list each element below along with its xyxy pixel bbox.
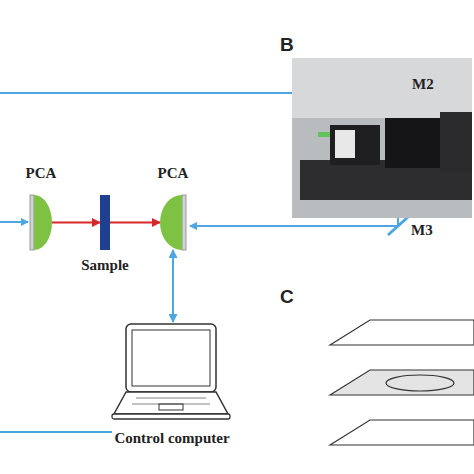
photo-device xyxy=(330,125,380,165)
photo-device xyxy=(335,130,355,158)
pca-emitter-outline xyxy=(30,195,52,250)
mirror-symbol xyxy=(388,217,408,235)
pca-detector-outline xyxy=(160,195,186,250)
layer-plane xyxy=(330,370,474,395)
mirror-label: M2 xyxy=(412,76,434,93)
connector-arrow xyxy=(110,222,160,224)
sample-plate-outline xyxy=(100,195,110,250)
mirror-label: M3 xyxy=(411,222,433,239)
photo-device xyxy=(318,132,330,137)
node-label: PCA xyxy=(12,165,70,182)
beam-arrow xyxy=(190,225,398,227)
pca-emitter: PCA xyxy=(30,195,52,250)
photo-background xyxy=(292,58,472,118)
node-label: Sample xyxy=(65,257,145,274)
layer-circle xyxy=(386,375,454,391)
connector-arrow xyxy=(52,222,100,224)
layer-plane xyxy=(330,420,474,445)
node-label: PCA xyxy=(144,165,202,182)
control-computer: Control computer xyxy=(112,322,230,420)
photo-device xyxy=(440,112,472,172)
cable-line xyxy=(0,431,112,433)
panel-letter: B xyxy=(280,34,294,56)
panel-letter: C xyxy=(280,286,294,308)
layer-plane xyxy=(330,320,474,345)
beam-arrow xyxy=(0,221,28,223)
sample-plate: Sample xyxy=(100,195,110,250)
node-label: Control computer xyxy=(102,430,242,447)
connector-arrow xyxy=(172,250,174,322)
photo-panel xyxy=(292,58,472,218)
pca-detector: PCA xyxy=(160,195,186,250)
control-computer-outline xyxy=(112,322,230,420)
